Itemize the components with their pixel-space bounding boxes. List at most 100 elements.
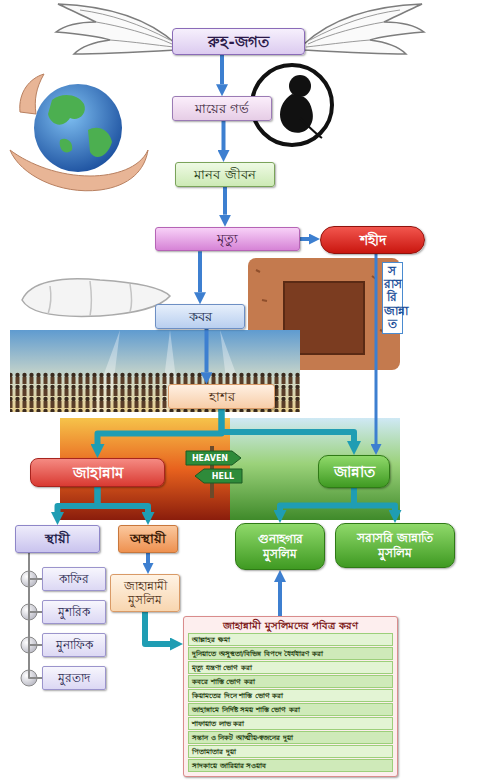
realm-box: রুহ-জগত bbox=[172, 28, 305, 55]
hell-box: জাহান্নাম bbox=[30, 458, 165, 487]
flow-arrow bbox=[198, 251, 202, 292]
flow-arrow bbox=[29, 553, 42, 678]
flow-arrow bbox=[29, 553, 42, 645]
group-box: কাফির bbox=[42, 567, 106, 591]
node-text: জাহান্নাম bbox=[36, 464, 159, 482]
wing-illustration bbox=[56, 4, 424, 54]
wing-shape bbox=[56, 4, 176, 54]
globe-illustration bbox=[10, 74, 148, 191]
list-row: দুনিয়াতে অসুস্থতা/বিভিন্ন বিপদে ধৈর্যধা… bbox=[188, 647, 393, 660]
stage-box: কবর bbox=[155, 304, 245, 329]
sign-label: HEAVEN bbox=[188, 452, 232, 465]
list-row: মৃত্যু যন্ত্রণা ভোগ করা bbox=[188, 661, 393, 674]
sign-label: HELL bbox=[204, 470, 242, 483]
flow-arrow bbox=[222, 409, 355, 441]
stage-box: মৃত্যু bbox=[155, 227, 300, 252]
edge-label: সরাসরি জান্নাত bbox=[382, 262, 403, 334]
flow-arrow bbox=[29, 553, 42, 579]
crowd-illustration bbox=[10, 330, 300, 412]
node-text: শহীদ bbox=[326, 232, 419, 249]
node-text: জাহান্নামী মুসলিম bbox=[116, 579, 174, 608]
flow-arrow bbox=[205, 329, 209, 372]
flow-arrow bbox=[146, 553, 150, 563]
purification-panel: জাহান্নামী মুসলিমদের পবিত্র করণ আল্লাহর ক… bbox=[183, 616, 398, 777]
node-text: হাশর bbox=[174, 389, 269, 405]
martyr-box: শহীদ bbox=[320, 226, 425, 254]
node-text: সন্তান ও নিকট আত্মীয়-স্বজনের দুয়া bbox=[192, 733, 389, 742]
node-text: আল্লাহর ক্ষমা bbox=[192, 635, 389, 644]
flow-arrow bbox=[58, 487, 98, 512]
list-row: কিয়ামতের দিনে শাস্তি ভোগ করা bbox=[188, 689, 393, 702]
crowd-people bbox=[10, 372, 300, 412]
stage-box: মায়ের গর্ভ bbox=[172, 96, 272, 121]
flow-arrow bbox=[222, 121, 226, 150]
node-text: মৃত্যু bbox=[161, 231, 294, 247]
flow-arrow bbox=[29, 553, 42, 612]
node-text: মৃত্যু যন্ত্রণা ভোগ করা bbox=[192, 663, 389, 672]
node-text: জাহান্নামী মুসলিমদের পবিত্র করণ bbox=[188, 620, 393, 632]
feather-line bbox=[80, 10, 174, 47]
node-text: সরাসরি জান্নাতি মুসলিম bbox=[341, 531, 449, 560]
group-box: জাহান্নামী মুসলিম bbox=[110, 574, 180, 612]
fetus-head bbox=[289, 75, 311, 97]
group-box: মুরতাদ bbox=[42, 666, 106, 690]
shroud-shape bbox=[22, 279, 170, 317]
flow-arrow bbox=[280, 488, 354, 510]
node-text: জাহান্নামে নির্দিষ্ট সময় শাস্তি ভোগ করা bbox=[192, 705, 389, 714]
globe-circle bbox=[34, 84, 122, 172]
shroud-illustration bbox=[22, 279, 170, 317]
node-text: মুরতাদ bbox=[48, 671, 100, 685]
flow-arrow bbox=[220, 55, 224, 84]
category-box: সরাসরি জান্নাতি মুসলিম bbox=[335, 523, 455, 568]
node-text: সাদকায়ে জারিয়ার সওয়াব bbox=[192, 761, 389, 770]
feather-line bbox=[306, 10, 400, 47]
flow-arrow bbox=[354, 488, 395, 510]
wing-shape bbox=[304, 4, 424, 54]
paradise-box: জান্নাত bbox=[318, 455, 390, 488]
group-box: মুশরিক bbox=[42, 600, 106, 624]
flow-arrow bbox=[375, 254, 378, 444]
heaven-sign bbox=[186, 451, 241, 465]
category-box: অস্থায়ী bbox=[118, 525, 178, 553]
category-box: স্থায়ী bbox=[15, 525, 100, 553]
hell-sign bbox=[195, 469, 242, 483]
flow-arrow bbox=[145, 612, 170, 644]
stage-box: মানব জীবন bbox=[175, 162, 275, 187]
node-text: কাফির bbox=[48, 572, 100, 586]
list-row: শাফায়াত লাভ করা bbox=[188, 717, 393, 730]
node-text: মুশরিক bbox=[48, 605, 100, 619]
flow-arrow bbox=[278, 582, 282, 616]
node-text: কবর bbox=[161, 309, 239, 325]
flow-arrow bbox=[223, 187, 227, 215]
sky-ground bbox=[10, 330, 300, 412]
list-row: পিতামাতার দুয়া bbox=[188, 745, 393, 758]
node-text: কবরে শাস্তি ভোগ করা bbox=[192, 677, 389, 686]
node-text: কিয়ামতের দিনে শাস্তি ভোগ করা bbox=[192, 691, 389, 700]
flow-arrow bbox=[98, 409, 222, 444]
node-text: রুহ-জগত bbox=[178, 33, 299, 51]
node-text: পিতামাতার দুয়া bbox=[192, 747, 389, 756]
node-text: গুনাহগার মুসলিম bbox=[241, 532, 319, 561]
flow-arrow bbox=[300, 237, 309, 241]
list-row: সন্তান ও নিকট আত্মীয়-স্বজনের দুয়া bbox=[188, 731, 393, 744]
list-row: আল্লাহর ক্ষমা bbox=[188, 633, 393, 646]
list-row: জাহান্নামে নির্দিষ্ট সময় শাস্তি ভোগ করা bbox=[188, 703, 393, 716]
group-box: মুনাফিক bbox=[42, 633, 106, 657]
category-box: গুনাহগার মুসলিম bbox=[235, 523, 325, 570]
node-text: শাফায়াত লাভ করা bbox=[192, 719, 389, 728]
flow-arrow bbox=[98, 487, 149, 512]
continent-shape bbox=[48, 95, 112, 157]
hand-shape bbox=[10, 150, 148, 191]
node-text: মায়ের গর্ভ bbox=[178, 101, 266, 117]
node-text: জান্নাত bbox=[324, 463, 384, 481]
node-text: মানব জীবন bbox=[181, 167, 269, 183]
list-row: সাদকায়ে জারিয়ার সওয়াব bbox=[188, 759, 393, 772]
list-row: কবরে শাস্তি ভোগ করা bbox=[188, 675, 393, 688]
node-text: অস্থায়ী bbox=[124, 531, 172, 547]
node-text: দুনিয়াতে অসুস্থতা/বিভিন্ন বিপদে ধৈর্যধা… bbox=[192, 649, 389, 658]
umbilical-cord bbox=[300, 118, 322, 138]
node-text: মুনাফিক bbox=[48, 638, 100, 652]
shroud-fold bbox=[48, 281, 132, 316]
